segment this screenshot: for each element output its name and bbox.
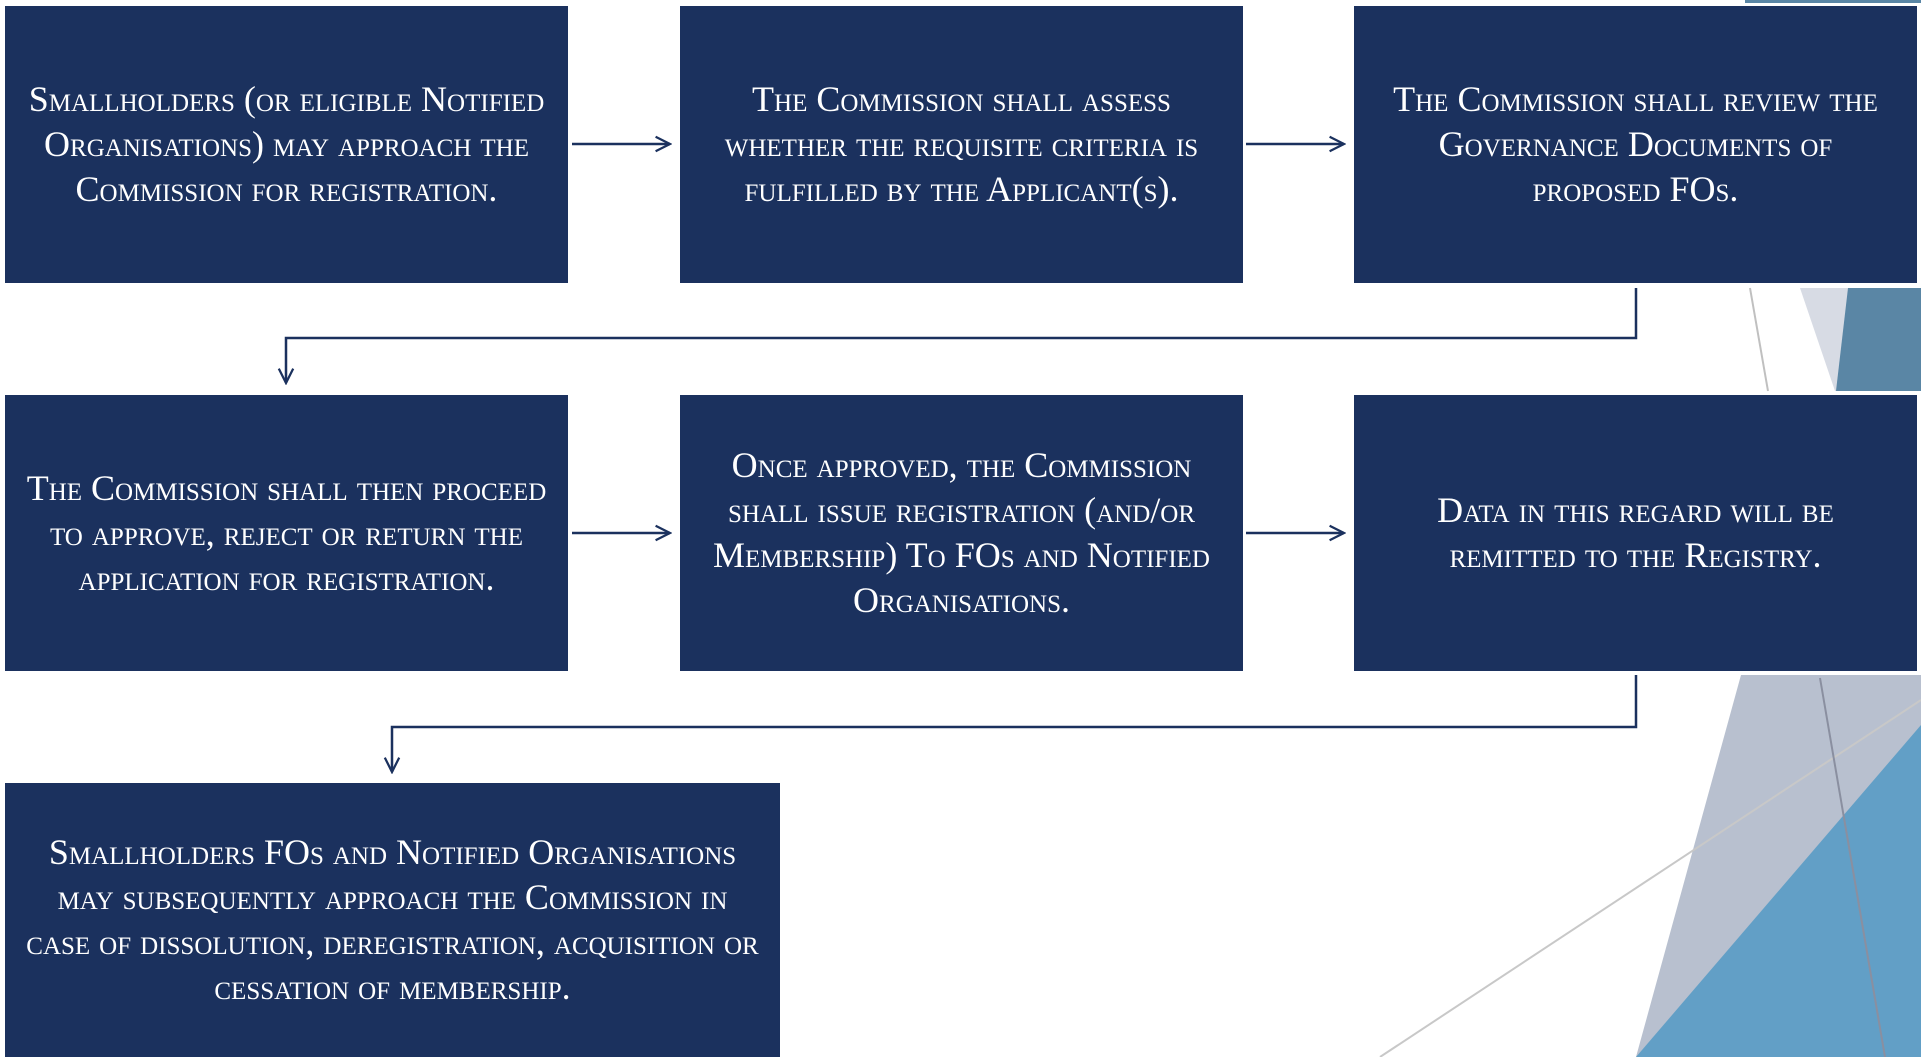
- step-2-text: The Commission shall assess whether the …: [724, 79, 1199, 209]
- step-4-text: The Commission shall then proceed to app…: [26, 467, 547, 598]
- deco-thin-line-1: [1379, 699, 1921, 1057]
- deco-top-corner: [1745, 0, 1921, 3]
- deco-thin-line-3: [1749, 287, 1769, 392]
- step-5-box: Once approved, the Commission shall issu…: [680, 395, 1243, 671]
- arrow-3-to-4: [286, 288, 1638, 383]
- step-6-text: Data in this regard will be remitted to …: [1437, 490, 1834, 575]
- step-4-box: The Commission shall then proceed to app…: [5, 395, 568, 671]
- deco-blue-triangle-bottom: [1636, 725, 1921, 1057]
- step-3-text: The Commission shall review the Governan…: [1393, 79, 1878, 209]
- step-3-box: The Commission shall review the Governan…: [1354, 6, 1917, 283]
- step-7-box: Smallholders FOs and Notified Organisati…: [5, 783, 780, 1057]
- step-1-text: Smallholders (or eligible Notified Organ…: [28, 79, 545, 209]
- step-5-text: Once approved, the Commission shall issu…: [713, 445, 1210, 620]
- arrow-6-to-7: [392, 675, 1638, 772]
- step-6-box: Data in this regard will be remitted to …: [1354, 395, 1917, 671]
- step-1-box: Smallholders (or eligible Notified Organ…: [5, 6, 568, 283]
- deco-thin-line-2: [1819, 677, 1886, 1057]
- step-7-text: Smallholders FOs and Notified Organisati…: [26, 832, 759, 1007]
- step-2-box: The Commission shall assess whether the …: [680, 6, 1243, 283]
- deco-blue-triangle-top: [1836, 288, 1921, 391]
